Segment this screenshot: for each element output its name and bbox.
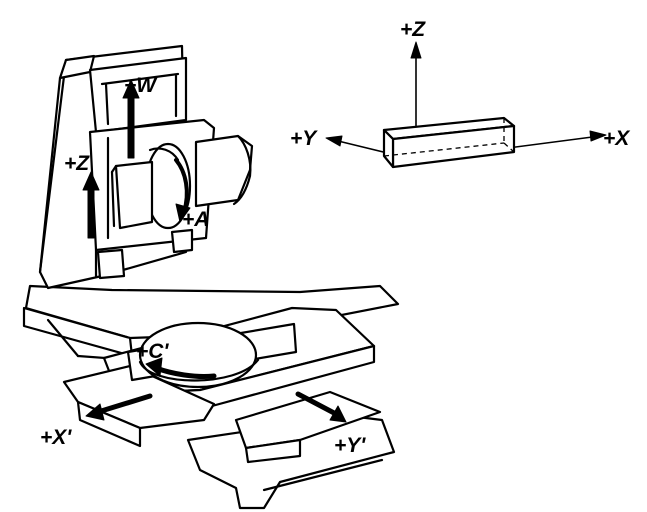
label-y-prime: +Y' [334, 434, 366, 457]
coordinate-axes-triad: +Z +Y +X [290, 18, 631, 169]
label-a: +A [182, 208, 209, 231]
w-arrow-shaft [127, 95, 135, 159]
w-arrow [122, 79, 140, 159]
axis-label-z: +Z [400, 18, 426, 41]
x-prime-arrow [85, 393, 153, 421]
y-axis-arrowhead [325, 135, 343, 147]
machine-base [22, 284, 400, 510]
z-arrow-shaft [87, 185, 95, 239]
c-rotation-arrow [145, 357, 217, 379]
z-arrow [82, 171, 100, 239]
z-arrow-head [82, 171, 100, 191]
a-rotation-arrow [174, 158, 191, 223]
axis-label-y: +Y [290, 127, 318, 150]
label-x-prime: +X' [40, 426, 72, 449]
workpiece-box [382, 116, 516, 169]
z-axis-arrowhead [410, 41, 422, 59]
x-axis-arrowhead [589, 130, 607, 142]
y-prime-arrow [295, 391, 347, 423]
label-c-prime: +C' [136, 340, 169, 363]
w-arrow-head [122, 79, 140, 99]
label-z-machine: +Z [64, 152, 90, 175]
label-w: +W [124, 74, 158, 97]
axis-label-x: +X [603, 127, 631, 150]
